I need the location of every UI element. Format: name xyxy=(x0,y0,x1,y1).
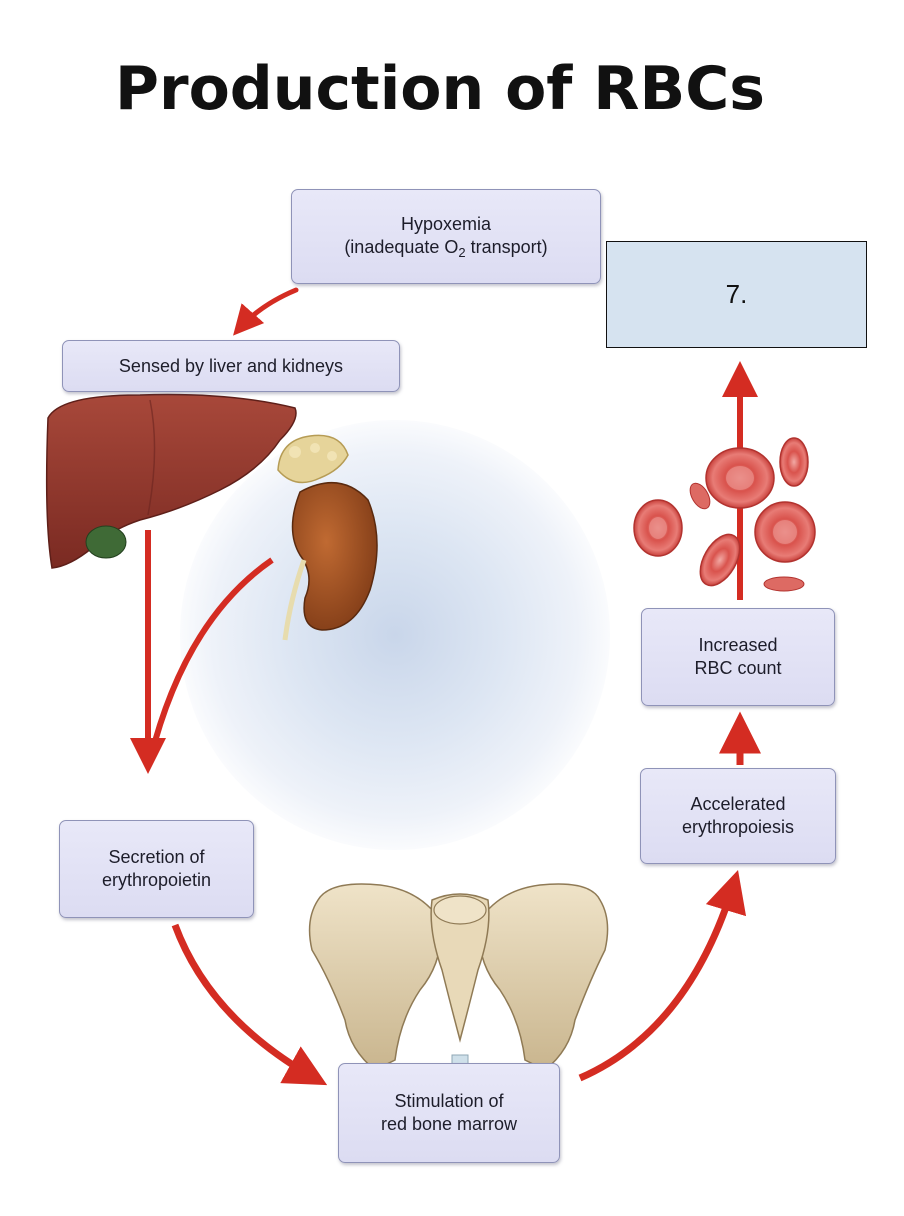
stimulation-line1: Stimulation of xyxy=(394,1091,504,1111)
accelerated-box: Accelerated erythropoiesis xyxy=(640,768,836,864)
arrow-stimulation-to-accelerated xyxy=(578,869,747,1082)
arrow-hypoxemia-to-sensed xyxy=(233,287,299,336)
hypoxemia-subtitle-pre: (inadequate O xyxy=(344,237,459,257)
increased-line2: RBC count xyxy=(694,658,782,678)
red-blood-cells-icon xyxy=(633,437,816,592)
secretion-line2: erythropoietin xyxy=(101,870,212,890)
hypoxemia-subscript: 2 xyxy=(458,245,466,260)
sensed-box: Sensed by liver and kidneys xyxy=(62,340,400,392)
increased-box: Increased RBC count xyxy=(641,608,835,706)
kidney-icon xyxy=(277,434,378,641)
background-glow xyxy=(180,420,610,850)
hypoxemia-subtitle-post: transport) xyxy=(465,237,548,257)
hypoxemia-subtitle: (inadequate O2 transport) xyxy=(344,236,547,260)
page-title: Production of RBCs xyxy=(115,54,765,124)
liver-icon xyxy=(45,393,297,569)
arrow-secretion-to-stimulation xyxy=(171,923,328,1086)
accelerated-line1: Accelerated xyxy=(690,794,786,814)
secretion-box: Secretion of erythropoietin xyxy=(59,820,254,918)
arrow-kidney-to-secretion xyxy=(147,557,274,761)
sensed-label: Sensed by liver and kidneys xyxy=(118,355,344,376)
accelerated-line2: erythropoiesis xyxy=(681,817,795,837)
answer-box-label: 7. xyxy=(725,279,748,309)
stimulation-line2: red bone marrow xyxy=(380,1114,518,1134)
stimulation-box: Stimulation of red bone marrow xyxy=(338,1063,560,1163)
hypoxemia-title: Hypoxemia xyxy=(400,214,492,234)
hypoxemia-box: Hypoxemia (inadequate O2 transport) xyxy=(291,189,601,284)
pelvis-icon xyxy=(308,883,609,1084)
increased-line1: Increased xyxy=(698,635,778,655)
answer-box-7[interactable]: 7. xyxy=(606,241,867,348)
secretion-line1: Secretion of xyxy=(108,847,205,867)
